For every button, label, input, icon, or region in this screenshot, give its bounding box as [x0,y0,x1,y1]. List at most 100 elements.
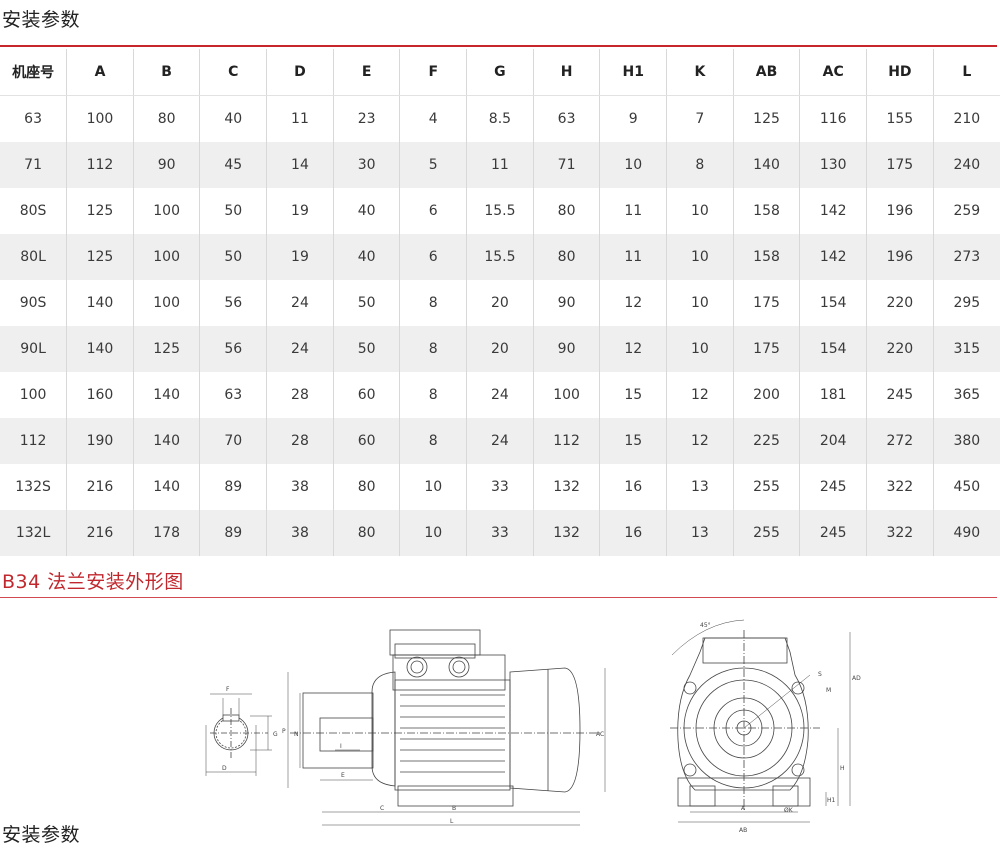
table-cell: 245 [799,510,867,556]
dim-label-p: P [282,728,286,735]
table-cell: 60 [332,418,400,464]
table-cell: 6 [399,188,467,234]
section-divider [0,597,997,598]
dim-label-f: F [226,686,230,693]
table-cell: 142 [799,234,867,280]
table-cell: 19 [266,188,334,234]
table-cell: 20 [466,326,534,372]
table-cell: 200 [732,372,800,418]
table-cell: 196 [866,188,934,234]
column-header: H [532,49,600,96]
table-cell: 38 [266,464,334,510]
table-cell: 8 [399,280,467,326]
table-cell: 10 [399,464,467,510]
table-cell: 9 [599,95,667,142]
side-view-drawing: P N AC I E C B L [282,629,606,826]
table-cell: 158 [732,188,800,234]
dim-label-i: I [340,743,342,750]
column-header: C [199,49,267,96]
dim-label-a: A [741,805,746,812]
dim-label-m: M [826,687,831,694]
section-divider [0,45,997,47]
table-cell: 11 [599,234,667,280]
table-cell: 10 [666,234,734,280]
column-header: L [932,49,1000,96]
table-cell: 220 [866,280,934,326]
table-cell: 8 [399,326,467,372]
column-header: H1 [599,49,667,96]
table-cell: 132 [532,510,600,556]
table-cell: 112 [532,418,600,464]
table-cell: 132S [15,479,51,495]
table-cell: 154 [799,280,867,326]
table-cell: 175 [732,280,800,326]
table-cell: 140 [732,142,800,188]
column-header: AC [799,49,867,96]
table-cell: 63 [532,95,600,142]
column-header: G [466,49,534,96]
table-cell: 210 [932,95,1000,142]
dim-label-ad: AD [852,675,861,682]
table-cell: 40 [199,95,267,142]
table-cell: 50 [199,234,267,280]
column-header: 机座号 [0,49,67,96]
table-cell: 30 [332,142,400,188]
table-cell: 100 [132,234,200,280]
table-cell: 240 [932,142,1000,188]
table-cell: 178 [132,510,200,556]
table-cell: 8 [399,418,467,464]
table-cell: 255 [732,464,800,510]
table-cell: 15 [599,372,667,418]
table-cell: 23 [332,95,400,142]
table-cell: 10 [666,326,734,372]
table-cell: 8 [399,372,467,418]
table-cell: 15.5 [466,234,534,280]
table-cell: 56 [199,280,267,326]
table-cell: 80S [19,203,47,219]
table-cell: 322 [866,510,934,556]
table-cell: 245 [799,464,867,510]
table-cell: 140 [132,372,200,418]
table-cell: 45 [199,142,267,188]
drawings-area: F G D P N AC I E C [0,600,1000,835]
table-cell: 10 [666,280,734,326]
table-cell: 130 [799,142,867,188]
table-cell: 158 [732,234,800,280]
table-cell: 89 [199,510,267,556]
section-title-install-params: 安装参数 [2,9,81,31]
column-header: D [266,49,334,96]
table-cell: 272 [866,418,934,464]
table-cell: 14 [266,142,334,188]
table-cell: 259 [932,188,1000,234]
table-cell: 16 [599,510,667,556]
dim-label-g: G [273,731,278,738]
table-cell: 100 [132,280,200,326]
table-cell: 140 [66,326,134,372]
table-cell: 8 [666,142,734,188]
table-cell: 140 [132,418,200,464]
table-cell: 125 [132,326,200,372]
table-cell: 63 [24,111,42,127]
dim-label-l: L [450,818,454,825]
dim-label-ac: AC [596,731,604,738]
table-cell: 322 [866,464,934,510]
table-cell: 216 [66,464,134,510]
table-cell: 6 [399,234,467,280]
table-cell: 255 [732,510,800,556]
table-cell: 24 [466,418,534,464]
table-cell: 24 [266,280,334,326]
shaft-section-drawing: F G D [205,686,278,776]
table-cell: 12 [666,372,734,418]
table-cell: 220 [866,326,934,372]
dim-label-e: E [341,772,345,779]
table-cell: 40 [332,188,400,234]
table-cell: 10 [666,188,734,234]
table-cell: 190 [66,418,134,464]
table-cell: 273 [932,234,1000,280]
